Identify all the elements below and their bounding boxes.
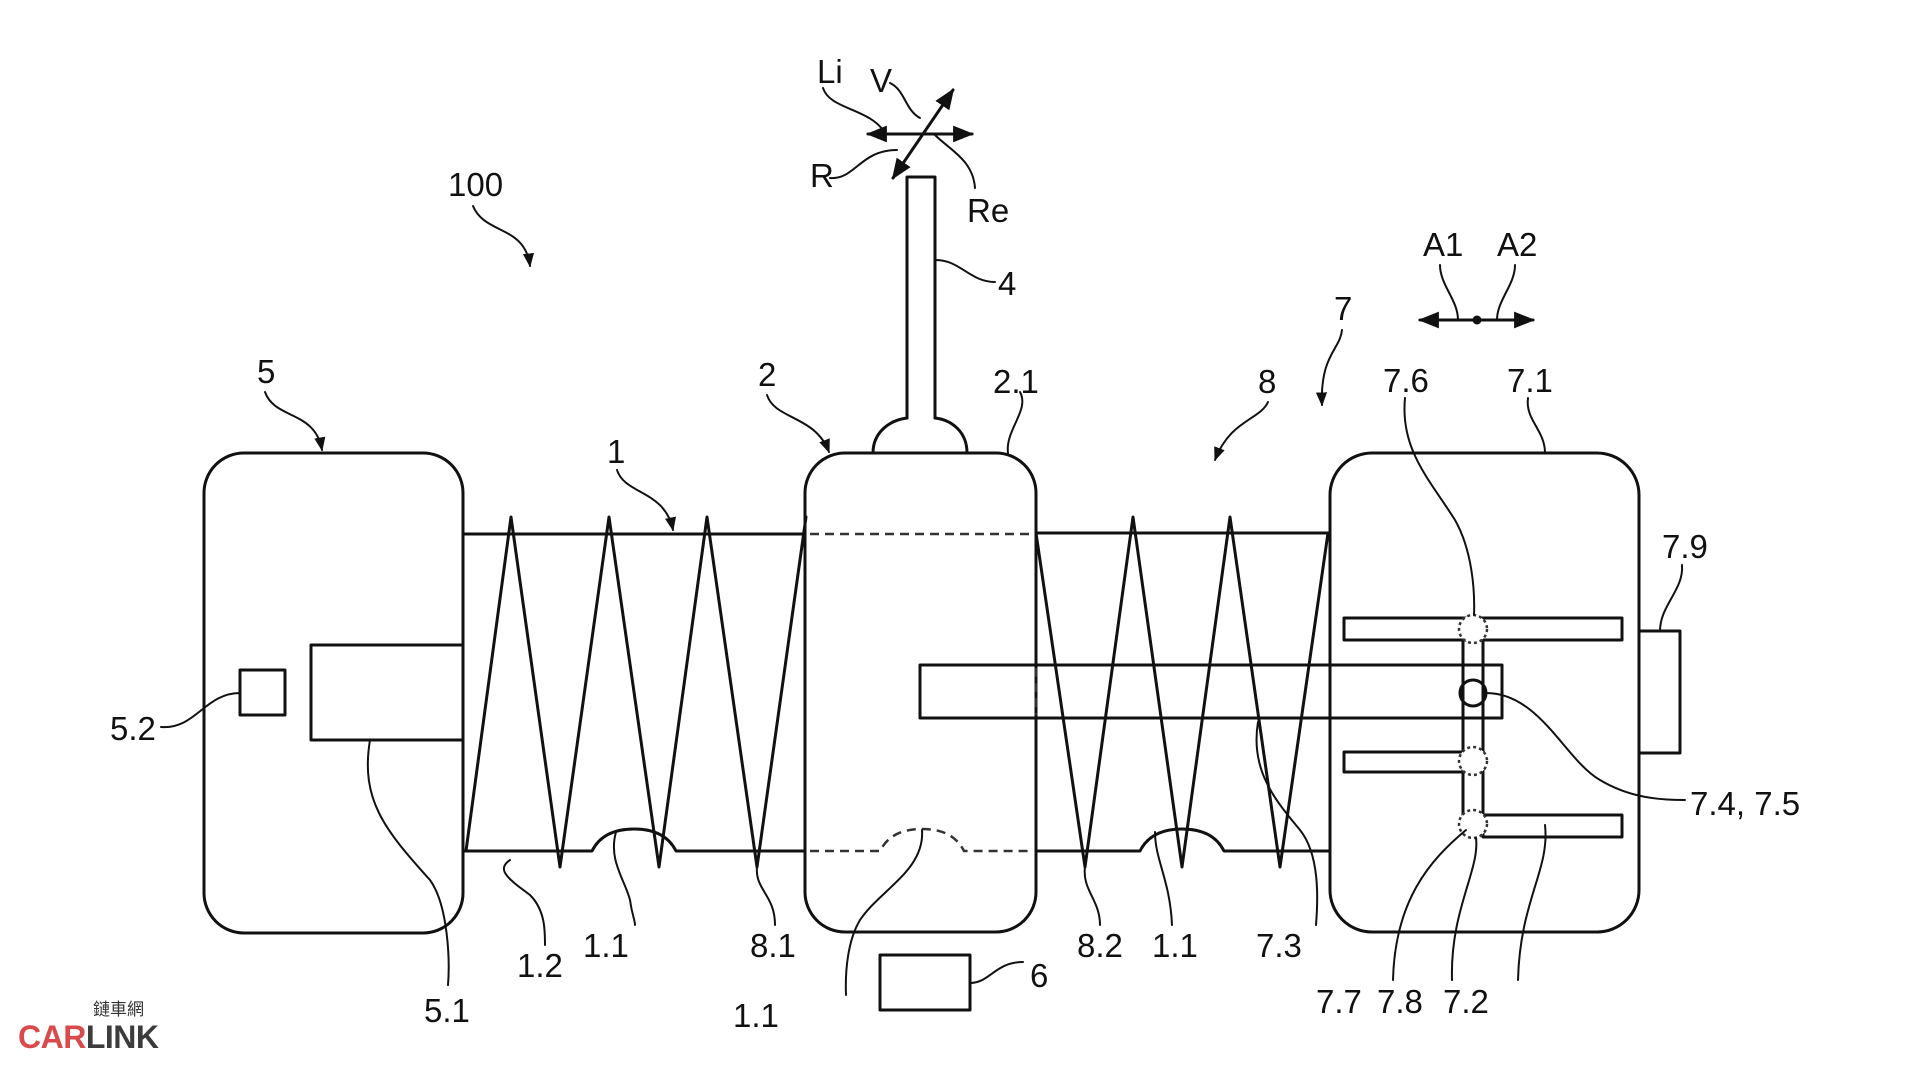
right-housing	[1328, 397, 1686, 981]
spring-1	[461, 515, 808, 946]
leader-1.2	[502, 859, 546, 946]
lever	[871, 175, 996, 455]
label-2.1: 2.1	[993, 363, 1039, 400]
leader-7.2	[1517, 824, 1547, 981]
label-4: 4	[998, 265, 1016, 302]
label-7.1: 7.1	[1507, 362, 1553, 399]
slot-bottom	[1481, 813, 1624, 839]
label-1.1-c: 1.1	[1152, 927, 1198, 964]
leader-8.2	[1083, 866, 1101, 926]
leader-7.3	[1255, 721, 1319, 926]
label-7.4-7.5: 7.4, 7.5	[1690, 785, 1800, 822]
label-5.1: 5.1	[424, 992, 470, 1029]
label-5.2: 5.2	[110, 710, 156, 747]
leader-7.9	[1659, 564, 1684, 632]
leader-1.1-right	[1154, 831, 1173, 926]
label-1.1-b: 1.1	[733, 997, 779, 1034]
axis-center-dot	[1472, 315, 1482, 325]
label-6: 6	[1030, 957, 1048, 994]
carlink-watermark: 鏈車網 CARLINK	[18, 1000, 159, 1055]
actuator-box	[1637, 629, 1682, 755]
leader-li	[822, 87, 886, 134]
leader-7.7	[1392, 829, 1467, 981]
label-7.2: 7.2	[1443, 983, 1489, 1020]
label-1.2: 1.2	[517, 947, 563, 984]
label-li: Li	[817, 53, 843, 90]
spring8-arrow-icon	[1214, 401, 1269, 462]
assembly-arrow-icon	[472, 205, 535, 268]
leader-1.1-hidden	[844, 829, 924, 996]
diagonal-arrow-icon	[891, 88, 955, 180]
leader-6	[969, 961, 1024, 984]
rod	[918, 663, 1504, 926]
leader-2.1	[1006, 391, 1024, 454]
label-7.3: 7.3	[1256, 927, 1302, 964]
leader-7.1	[1526, 397, 1546, 454]
label-8: 8	[1258, 363, 1276, 400]
label-7.9: 7.9	[1662, 528, 1708, 565]
watermark-chinese: 鏈車網	[93, 1000, 144, 1020]
sensor-6	[878, 953, 1024, 1012]
label-v: V	[870, 62, 892, 99]
spring-8	[1034, 515, 1332, 926]
leader-v	[889, 82, 921, 119]
label-100: 100	[448, 166, 503, 203]
detent-top	[1457, 613, 1489, 645]
label-2: 2	[758, 356, 776, 393]
detent-mid	[1457, 745, 1489, 777]
leader-5.1	[366, 739, 450, 986]
leader-4	[935, 259, 996, 283]
label-a1: A1	[1423, 226, 1463, 263]
label-8.1: 8.1	[750, 927, 796, 964]
label-re: Re	[967, 192, 1009, 229]
leader-7.6	[1403, 397, 1476, 616]
label-5: 5	[257, 353, 275, 390]
spring1-arrow-icon	[616, 469, 677, 532]
leader-re	[934, 134, 976, 189]
left-insert-box	[309, 643, 465, 742]
label-7.6: 7.6	[1383, 362, 1429, 399]
label-r: R	[810, 157, 834, 194]
leader-8.1	[755, 866, 776, 926]
label-7.7: 7.7	[1316, 983, 1362, 1020]
leader-a1	[1439, 264, 1459, 321]
left-housing	[160, 451, 465, 986]
slider-box	[803, 391, 1038, 996]
leader-7.4	[1485, 692, 1686, 801]
slider2-arrow-icon	[766, 394, 830, 454]
label-1: 1	[607, 433, 625, 470]
leader-7.8	[1450, 837, 1478, 981]
axis-indicator	[1417, 264, 1536, 329]
left-sensor-box	[238, 668, 287, 717]
unit7-arrow-icon	[1315, 329, 1343, 407]
label-7.8: 7.8	[1377, 983, 1423, 1020]
label-8.2: 8.2	[1077, 927, 1123, 964]
housing5-arrow-icon	[264, 391, 326, 452]
leader-1.1	[612, 831, 636, 926]
label-1.1-a: 1.1	[583, 927, 629, 964]
watermark-brand: CARLINK	[18, 1019, 159, 1055]
label-7: 7	[1334, 290, 1352, 327]
leader-5.2	[160, 692, 241, 729]
leader-r	[829, 149, 898, 180]
watermark-brand-link: LINK	[85, 1019, 159, 1055]
slot-middle	[1342, 750, 1466, 774]
leader-a2	[1496, 264, 1516, 321]
watermark-brand-car: CAR	[18, 1019, 86, 1055]
label-a2: A2	[1497, 226, 1537, 263]
detent-low	[1457, 808, 1489, 840]
direction-indicator	[822, 82, 976, 189]
